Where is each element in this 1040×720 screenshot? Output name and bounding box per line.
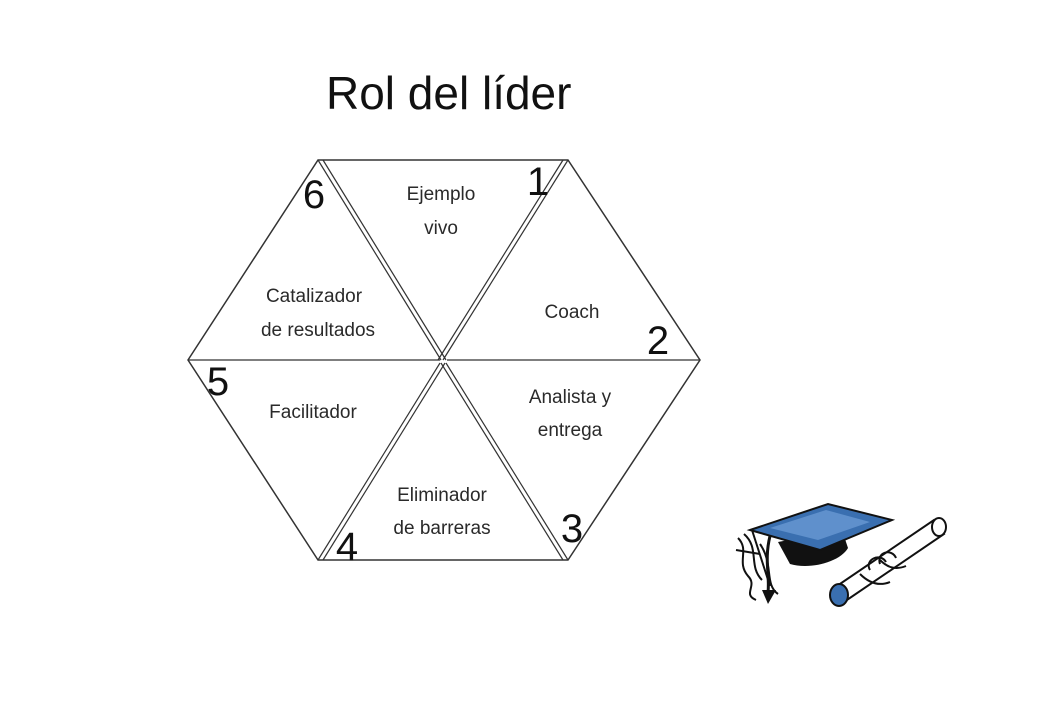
segment-5: Facilitador 5: [207, 360, 358, 423]
segment-6-number: 6: [303, 173, 325, 217]
segment-1-label-line-1: Ejemplo: [407, 184, 476, 205]
segment-1: Ejemplo vivo 1: [407, 160, 549, 239]
hexagon-dividers: [188, 159, 700, 561]
segment-4-label-line-2: de barreras: [393, 518, 490, 539]
segment-2: Coach 2: [545, 302, 670, 363]
segment-3-label-line-1: Analista y: [529, 387, 612, 408]
segment-4: Eliminador de barreras 4: [336, 485, 491, 569]
segment-6-label-line-2: de resultados: [261, 320, 375, 341]
segment-4-label-line-1: Eliminador: [397, 485, 487, 506]
segment-3: Analista y entrega 3: [529, 387, 612, 551]
segment-4-number: 4: [336, 525, 358, 569]
segment-2-label-line-1: Coach: [545, 302, 600, 323]
segment-3-number: 3: [561, 507, 583, 551]
segment-1-label-line-2: vivo: [424, 218, 458, 239]
segment-6: Catalizador de resultados 6: [261, 173, 375, 341]
segment-5-number: 5: [207, 360, 229, 404]
segment-5-label-line-1: Facilitador: [269, 402, 357, 423]
graduation-cap-and-diploma-icon: [735, 502, 947, 607]
diagram-title: Rol del líder: [326, 67, 572, 119]
segment-6-label-line-1: Catalizador: [266, 286, 363, 307]
segment-3-label-line-2: entrega: [538, 420, 603, 441]
segment-2-number: 2: [647, 319, 669, 363]
segment-1-number: 1: [527, 160, 549, 204]
